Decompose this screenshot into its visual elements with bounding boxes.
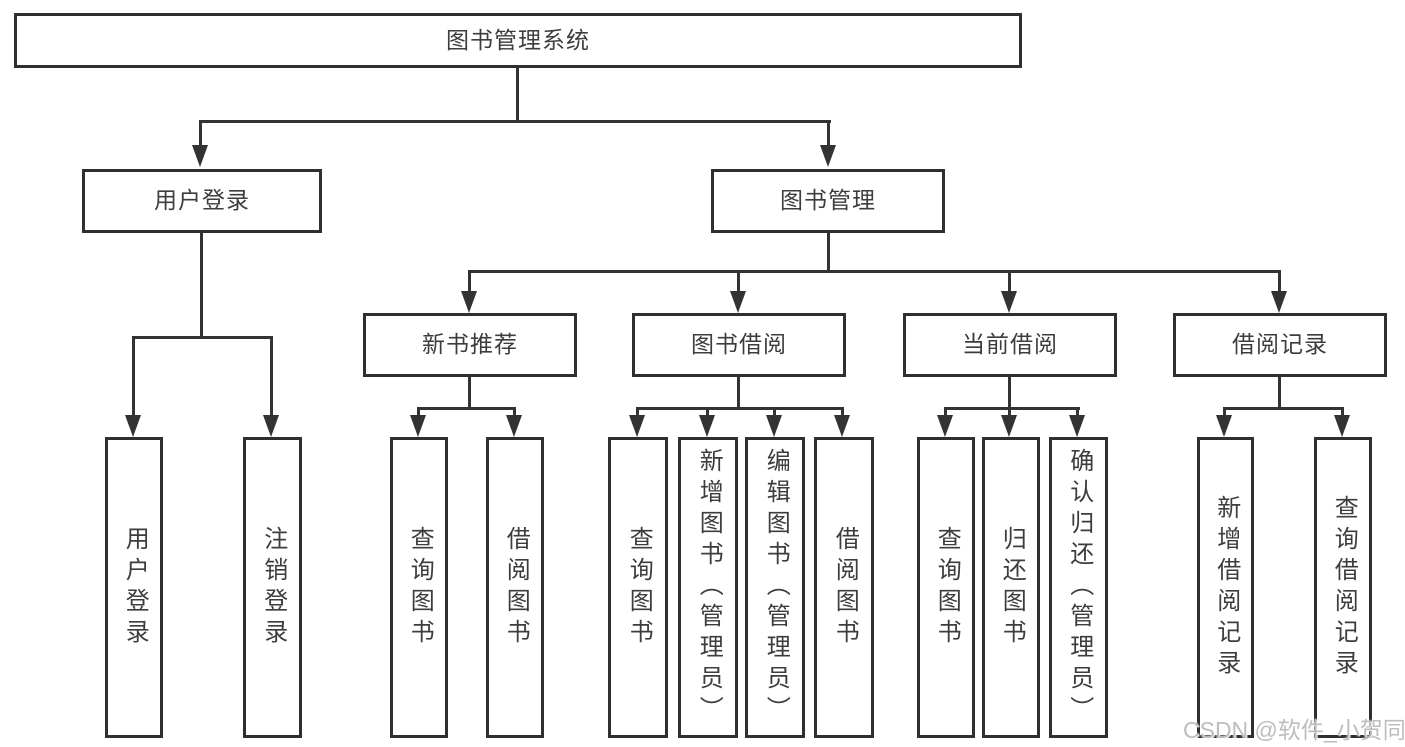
arrow-down-icon — [766, 407, 782, 437]
arrow-down-icon — [125, 336, 141, 437]
node-book-borrowing: 图书借阅 — [632, 313, 846, 377]
node-label: 用户登录 — [154, 187, 250, 214]
connector-line — [1008, 377, 1011, 410]
node-label: 查询借阅记录 — [1330, 494, 1358, 681]
node-library-system: 图书管理系统 — [14, 13, 1022, 68]
node-label: 确认归还（管理员） — [1065, 448, 1093, 727]
node-book-management: 图书管理 — [711, 169, 945, 233]
node-label: 查询图书 — [625, 525, 653, 650]
node-leaf-edit-books-admin: 编辑图书（管理员） — [745, 437, 805, 738]
node-current-borrowing: 当前借阅 — [903, 313, 1117, 377]
node-leaf-confirm-return-admin: 确认归还（管理员） — [1049, 437, 1108, 738]
node-new-book-recommend: 新书推荐 — [363, 313, 577, 377]
arrow-down-icon — [1216, 407, 1232, 437]
node-label: 图书管理 — [780, 187, 876, 214]
connector-line — [516, 68, 519, 123]
node-label: 新增图书（管理员） — [695, 448, 723, 727]
arrow-down-icon — [1069, 407, 1085, 437]
connector-line — [468, 377, 471, 410]
connector-line — [737, 377, 740, 410]
node-label: 新书推荐 — [422, 331, 518, 358]
connector-line — [944, 407, 1080, 410]
node-label: 借阅记录 — [1232, 331, 1328, 358]
arrow-down-icon — [410, 407, 426, 437]
arrow-down-icon — [506, 407, 522, 437]
arrow-down-icon — [629, 407, 645, 437]
arrow-down-icon — [1271, 270, 1287, 313]
node-borrowing-records: 借阅记录 — [1173, 313, 1387, 377]
node-leaf-query-books-current: 查询图书 — [917, 437, 975, 738]
node-leaf-user-login: 用户登录 — [105, 437, 163, 738]
node-user-login: 用户登录 — [82, 169, 322, 233]
arrow-down-icon — [192, 120, 208, 167]
node-label: 借阅图书 — [502, 525, 530, 650]
connector-line — [1223, 407, 1344, 410]
node-label: 新增借阅记录 — [1212, 494, 1240, 681]
connector-line — [1278, 377, 1281, 410]
connector-line — [199, 120, 831, 123]
node-label: 编辑图书（管理员） — [762, 448, 790, 727]
connector-line — [132, 336, 273, 339]
arrow-down-icon — [1001, 407, 1017, 437]
node-label: 当前借阅 — [962, 331, 1058, 358]
connector-line — [827, 233, 830, 273]
arrow-down-icon — [730, 270, 746, 313]
node-label: 查询图书 — [933, 525, 961, 650]
node-leaf-borrow-books: 借阅图书 — [814, 437, 874, 738]
node-label: 用户登录 — [121, 525, 149, 650]
node-leaf-query-books-borrowing: 查询图书 — [608, 437, 668, 738]
node-leaf-query-books-recommend: 查询图书 — [390, 437, 448, 738]
node-label: 图书借阅 — [691, 331, 787, 358]
node-label: 图书管理系统 — [446, 26, 590, 53]
node-leaf-add-borrow-record: 新增借阅记录 — [1197, 437, 1254, 738]
node-leaf-add-books-admin: 新增图书（管理员） — [678, 437, 738, 738]
arrow-down-icon — [699, 407, 715, 437]
connector-line — [636, 407, 844, 410]
node-leaf-query-borrow-record: 查询借阅记录 — [1314, 437, 1372, 738]
connector-line — [200, 233, 203, 339]
arrow-down-icon — [937, 407, 953, 437]
arrow-down-icon — [263, 336, 279, 437]
connector-line — [468, 270, 1281, 273]
node-label: 注销登录 — [259, 525, 287, 650]
arrow-down-icon — [461, 270, 477, 313]
node-label: 归还图书 — [998, 525, 1026, 650]
node-label: 查询图书 — [406, 525, 434, 650]
arrow-down-icon — [834, 407, 850, 437]
node-leaf-borrow-books-recommend: 借阅图书 — [486, 437, 544, 738]
node-label: 借阅图书 — [831, 525, 859, 650]
arrow-down-icon — [820, 120, 836, 167]
node-leaf-logout: 注销登录 — [243, 437, 302, 738]
node-leaf-return-books: 归还图书 — [982, 437, 1040, 738]
arrow-down-icon — [1001, 270, 1017, 313]
arrow-down-icon — [1334, 407, 1350, 437]
connector-line — [417, 407, 516, 410]
